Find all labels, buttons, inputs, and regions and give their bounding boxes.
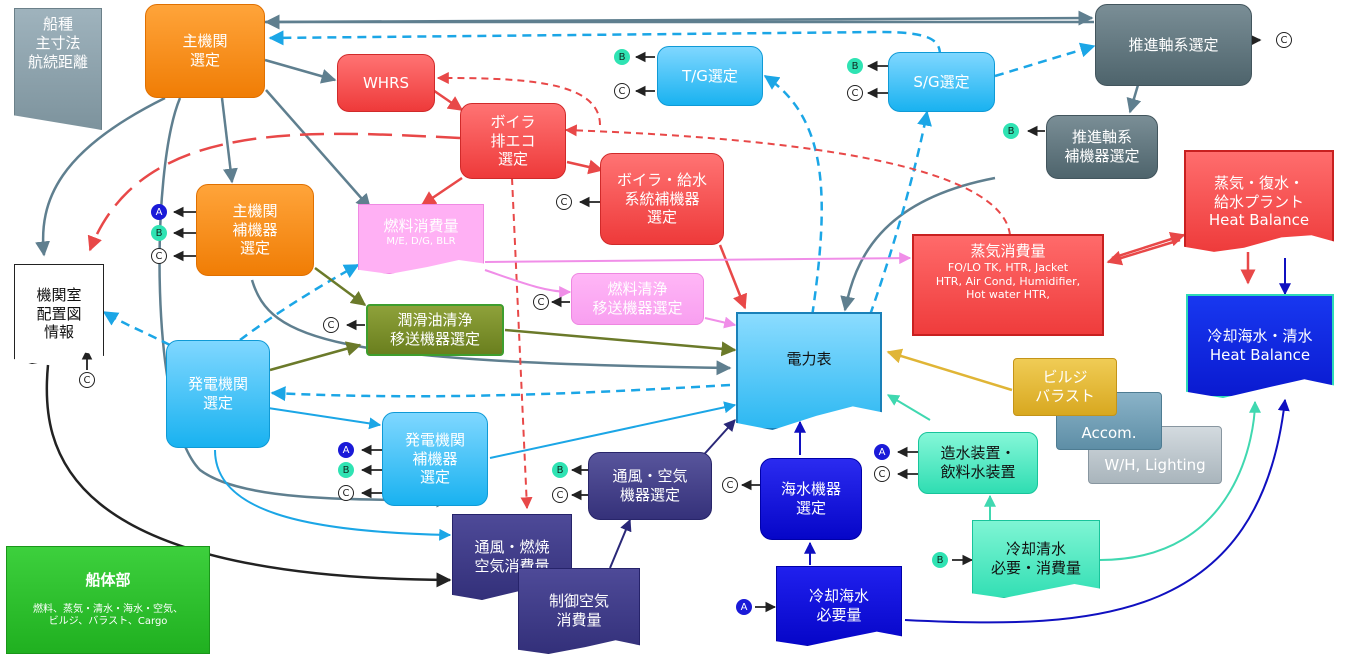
freshwater-gen-label: 造水装置・ 飲料水装置 <box>940 444 1016 481</box>
wh-lighting-label: W/H, Lighting <box>1104 456 1206 475</box>
engine-room-layout-label: 機関室 配置図 情報 <box>36 285 82 342</box>
propulsion-shaft-node[interactable]: 推進軸系選定 <box>1095 4 1252 86</box>
badge-b: B <box>932 552 948 568</box>
badge-a: A <box>151 204 167 220</box>
control-air-node[interactable]: 制御空気 消費量 <box>518 568 640 654</box>
generator-label: 発電機関 選定 <box>187 375 248 412</box>
badge-a: A <box>338 442 354 458</box>
steam-plant-node[interactable]: 蒸気・復水・ 給水プラント Heat Balance <box>1184 150 1334 252</box>
badge-c: C <box>556 194 572 210</box>
control-air-label: 制御空気 消費量 <box>548 592 609 629</box>
whrs-node[interactable]: WHRS <box>337 54 435 112</box>
badge-c: C <box>722 477 738 493</box>
cooling-sea-water-label: 冷却海水 必要量 <box>808 587 869 624</box>
badge-a: A <box>874 444 890 460</box>
main-engine-label: 主機関 選定 <box>182 32 228 69</box>
generator-aux-node[interactable]: 発電機関 補機器 選定 <box>382 412 488 506</box>
fuel-consumption-sublabel: M/E, D/G, BLR <box>386 235 456 247</box>
steam-consumption-label: 蒸気消費量 <box>970 242 1046 260</box>
boiler-feed-label: ボイラ・給水 系統補機器 選定 <box>616 170 707 227</box>
fuel-purifier-node[interactable]: 燃料清浄 移送機器選定 <box>571 273 704 325</box>
cooling-fresh-water-label: 冷却清水 必要・消費量 <box>990 540 1081 577</box>
badge-a: A <box>736 599 752 615</box>
lube-purifier-label: 潤滑油清浄 移送機器選定 <box>389 311 480 348</box>
boiler-feed-node[interactable]: ボイラ・給水 系統補機器 選定 <box>600 153 724 245</box>
bilge-label: ビルジ バラスト <box>1035 368 1095 405</box>
main-engine-node[interactable]: 主機関 選定 <box>145 4 265 98</box>
fuel-purifier-label: 燃料清浄 移送機器選定 <box>592 280 683 317</box>
badge-c: C <box>338 485 354 501</box>
steam-plant-label: 蒸気・復水・ 給水プラント Heat Balance <box>1208 173 1310 230</box>
seawater-equipment-label: 海水機器 選定 <box>780 480 841 517</box>
boiler-node[interactable]: ボイラ 排エコ 選定 <box>460 103 566 179</box>
cooling-sea-water-node[interactable]: 冷却海水 必要量 <box>776 566 902 646</box>
seawater-equipment-node[interactable]: 海水機器 選定 <box>760 458 862 540</box>
badge-c: C <box>847 85 863 101</box>
generator-aux-label: 発電機関 補機器 選定 <box>404 430 465 487</box>
boiler-label: ボイラ 排エコ 選定 <box>490 112 536 169</box>
badge-b: B <box>614 49 630 65</box>
badge-c: C <box>79 372 95 388</box>
badge-b: B <box>847 58 863 74</box>
ventilation-select-label: 通風・空気 機器選定 <box>612 467 688 504</box>
badge-b: B <box>1003 123 1019 139</box>
badge-c: C <box>1276 32 1292 48</box>
lube-purifier-node[interactable]: 潤滑油清浄 移送機器選定 <box>366 304 504 356</box>
hull-node[interactable]: 船体部 燃料、蒸気・清水・海水・空気、 ビルジ、バラスト、Cargo <box>6 546 210 654</box>
propulsion-aux-node[interactable]: 推進軸系 補機器選定 <box>1046 115 1158 179</box>
cooling-heat-balance-label: 冷却海水・清水 Heat Balance <box>1207 327 1313 364</box>
badge-c: C <box>614 83 630 99</box>
generator-node[interactable]: 発電機関 選定 <box>166 340 270 448</box>
badge-c: C <box>874 466 890 482</box>
badge-c: C <box>151 248 167 264</box>
propulsion-aux-label: 推進軸系 補機器選定 <box>1064 128 1140 165</box>
sg-label: S/G選定 <box>913 72 970 91</box>
badge-b: B <box>151 225 167 241</box>
badge-b: B <box>552 462 568 478</box>
hull-sublabel: 燃料、蒸気・清水・海水・空気、 ビルジ、バラスト、Cargo <box>33 603 183 628</box>
power-table-label: 電力表 <box>786 350 832 368</box>
hull-label: 船体部 <box>85 571 131 590</box>
badge-c: C <box>323 317 339 333</box>
freshwater-gen-node[interactable]: 造水装置・ 飲料水装置 <box>918 432 1038 494</box>
ship-type-label: 船種 主寸法 航続距離 <box>27 15 88 71</box>
main-engine-aux-label: 主機関 補機器 選定 <box>232 201 278 258</box>
badge-c: C <box>552 487 568 503</box>
whrs-label: WHRS <box>362 73 410 92</box>
bilge-node[interactable]: ビルジ バラスト <box>1013 358 1117 416</box>
fuel-consumption-label: 燃料消費量 <box>383 217 459 235</box>
ship-type-node: 船種 主寸法 航続距離 <box>14 8 102 130</box>
engine-room-layout-node[interactable]: 機関室 配置図 情報 <box>14 264 104 364</box>
steam-consumption-node[interactable]: 蒸気消費量 FO/LO TK, HTR, Jacket HTR, Air Con… <box>912 234 1104 336</box>
steam-consumption-sublabel: FO/LO TK, HTR, Jacket HTR, Air Cond, Hum… <box>935 260 1081 302</box>
accom-label: Accom. <box>1081 424 1137 443</box>
main-engine-aux-node[interactable]: 主機関 補機器 選定 <box>196 184 314 276</box>
propulsion-shaft-label: 推進軸系選定 <box>1128 35 1219 54</box>
tg-label: T/G選定 <box>682 66 738 85</box>
badge-b: B <box>338 462 354 478</box>
tg-node[interactable]: T/G選定 <box>657 46 763 106</box>
sg-node[interactable]: S/G選定 <box>888 52 995 112</box>
ventilation-select-node[interactable]: 通風・空気 機器選定 <box>588 452 712 520</box>
badge-c: C <box>533 294 549 310</box>
